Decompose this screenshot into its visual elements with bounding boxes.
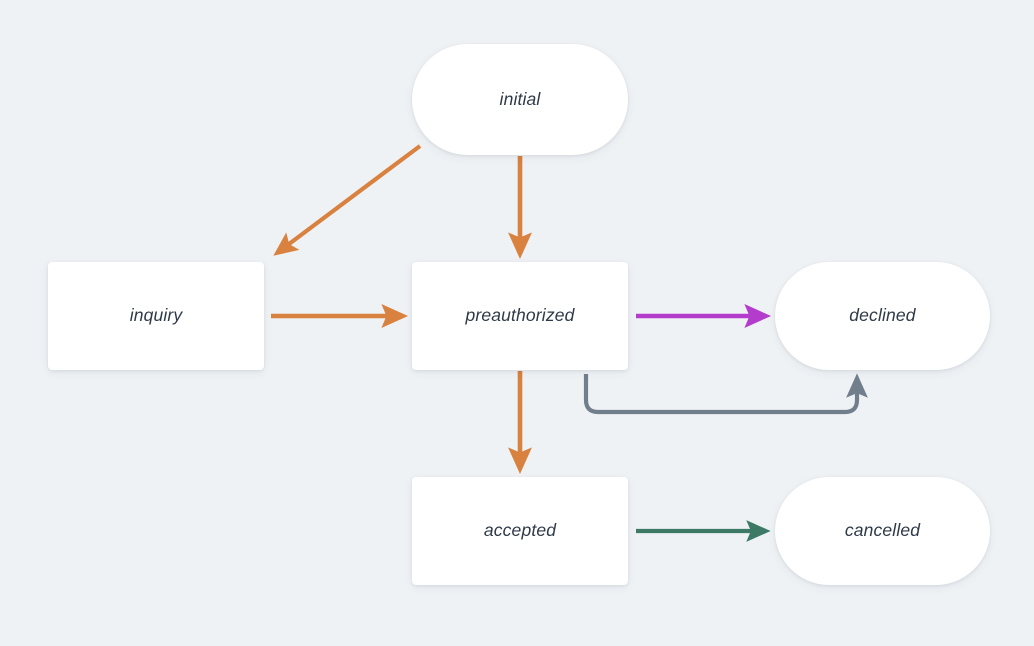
state-node-preauthorized[interactable]: preauthorized xyxy=(412,262,628,370)
state-node-label: accepted xyxy=(483,520,557,541)
state-node-accepted[interactable]: accepted xyxy=(412,477,628,585)
state-node-label: declined xyxy=(849,305,916,326)
state-node-declined[interactable]: declined xyxy=(775,262,990,370)
state-node-label: inquiry xyxy=(129,305,183,326)
state-node-label: preauthorized xyxy=(465,305,575,326)
state-node-initial[interactable]: initial xyxy=(412,44,628,155)
state-node-inquiry[interactable]: inquiry xyxy=(48,262,264,370)
state-node-label: cancelled xyxy=(844,520,921,541)
edge-preauthorized-to-declined-elbow xyxy=(583,373,868,415)
state-node-label: initial xyxy=(499,88,541,109)
state-node-cancelled[interactable]: cancelled xyxy=(775,477,990,585)
edge-initial-to-inquiry xyxy=(273,144,422,256)
